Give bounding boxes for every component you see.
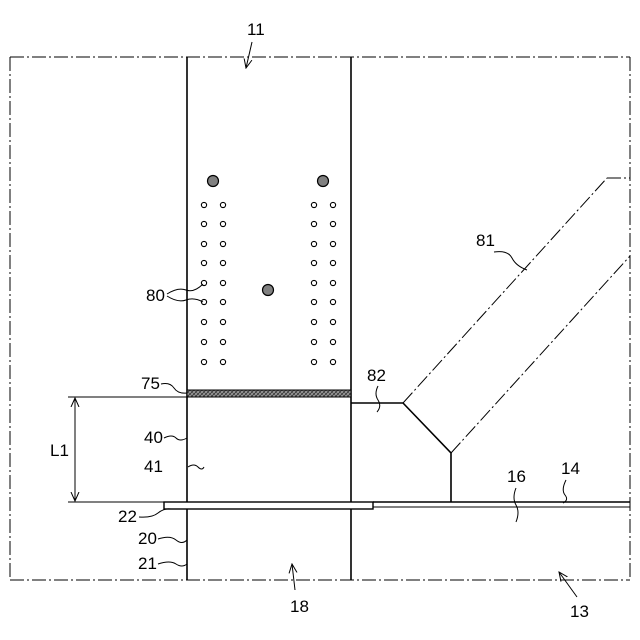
label-11: 11 (247, 20, 265, 39)
large-bolt (318, 176, 329, 187)
brace-lower-line (451, 256, 630, 453)
bolt-hole (201, 241, 206, 246)
bolt-hole (220, 319, 225, 324)
bolt-hole (311, 241, 316, 246)
bolt-hole (311, 221, 316, 226)
reference-75: 75 (141, 374, 187, 393)
reference-13: 13 (559, 572, 589, 621)
label-14: 14 (561, 459, 580, 478)
brace-chain-lines (403, 178, 630, 453)
reference-16: 16 (507, 467, 526, 522)
bolt-hole (220, 339, 225, 344)
bolt-hole (330, 221, 335, 226)
reference-81: 81 (476, 231, 527, 270)
bolt-hole (311, 339, 316, 344)
label-81: 81 (476, 231, 495, 250)
bolt-hole (330, 202, 335, 207)
hatched-band (187, 390, 351, 397)
bolt-hole (220, 241, 225, 246)
bolt-hole (201, 260, 206, 265)
leader-80-b (167, 296, 203, 302)
bolt-hole (330, 339, 335, 344)
gusset-plate-outline (351, 403, 451, 502)
bolt-hole (330, 241, 335, 246)
bolt-hole (330, 299, 335, 304)
arrow-13 (559, 572, 577, 597)
reference-80: 80 (146, 284, 203, 305)
brace-upper-line (403, 178, 607, 403)
bolt-hole (220, 359, 225, 364)
bolt-hole (330, 319, 335, 324)
bolt-hole (201, 319, 206, 324)
leader-14 (563, 480, 567, 503)
dimension-label-l1: L1 (50, 441, 69, 460)
leader-22 (139, 509, 171, 517)
label-18: 18 (290, 597, 309, 616)
bolt-hole (311, 260, 316, 265)
label-22: 22 (118, 507, 137, 526)
reference-40: 40 (144, 428, 187, 447)
label-82: 82 (367, 366, 386, 385)
base-plate (164, 502, 373, 509)
reference-11: 11 (246, 20, 265, 68)
bolt-hole (311, 319, 316, 324)
label-16: 16 (507, 467, 526, 486)
leader-40 (164, 436, 187, 440)
bolt-hole (311, 280, 316, 285)
label-41: 41 (144, 457, 163, 476)
leader-21 (158, 562, 187, 566)
label-80: 80 (146, 286, 165, 305)
reference-41: 41 (144, 457, 204, 476)
bolt-hole (220, 221, 225, 226)
bolt-hole-group (201, 176, 335, 365)
reference-82: 82 (367, 366, 386, 412)
reference-18: 18 (290, 564, 309, 616)
bolt-hole (311, 299, 316, 304)
bolt-hole (311, 202, 316, 207)
bolt-hole (220, 299, 225, 304)
label-13: 13 (570, 602, 589, 621)
bolt-hole (330, 260, 335, 265)
reference-21: 21 (138, 554, 187, 573)
bolt-hole (220, 280, 225, 285)
dimension-l1: L1 (50, 397, 187, 502)
leader-82 (376, 386, 380, 412)
bolt-hole (201, 359, 206, 364)
label-40: 40 (144, 428, 163, 447)
bolt-hole (311, 359, 316, 364)
arrow-18 (292, 564, 295, 590)
reference-22: 22 (118, 507, 171, 526)
reference-20: 20 (138, 529, 187, 548)
bolt-hole (201, 221, 206, 226)
leader-20 (158, 537, 187, 542)
bolt-hole (220, 260, 225, 265)
bolt-hole (201, 339, 206, 344)
leader-81 (494, 252, 527, 270)
bolt-hole (330, 359, 335, 364)
large-bolt (208, 176, 219, 187)
leader-41 (188, 465, 204, 469)
bolt-hole (330, 280, 335, 285)
label-21: 21 (138, 554, 157, 573)
leader-16 (514, 488, 518, 522)
bolt-hole (220, 202, 225, 207)
arrow-11 (246, 42, 252, 68)
leader-80-a (167, 284, 203, 294)
leader-75 (161, 384, 187, 394)
large-bolt (263, 285, 274, 296)
reference-14: 14 (561, 459, 580, 503)
label-20: 20 (138, 529, 157, 548)
bolt-hole (201, 202, 206, 207)
label-75: 75 (141, 374, 160, 393)
